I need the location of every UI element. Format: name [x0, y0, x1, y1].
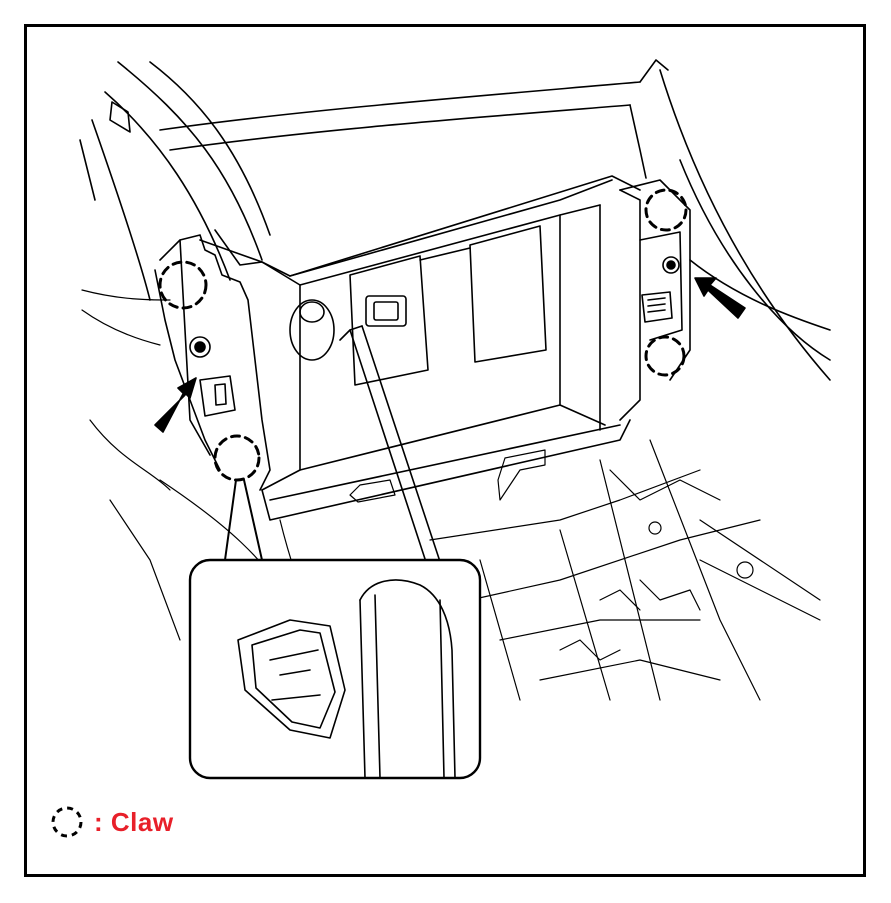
arrow-right-icon — [694, 277, 746, 319]
inset-callout — [224, 479, 263, 561]
screw-left-icon — [189, 336, 211, 358]
right-bracket — [619, 179, 691, 381]
legend: : Claw — [50, 805, 174, 839]
left-bracket — [154, 234, 271, 491]
screw-right-icon — [662, 256, 680, 274]
legend-label: : Claw — [94, 806, 174, 837]
arrow-left-icon — [154, 377, 197, 433]
claw-detail-inset — [188, 558, 482, 780]
dashed-circle-icon — [51, 806, 83, 838]
dashboard-outline — [79, 59, 831, 381]
floor-framework — [81, 289, 821, 701]
console-box — [199, 175, 641, 521]
power-outlet — [289, 295, 407, 361]
claw-marker-icon — [158, 188, 688, 482]
